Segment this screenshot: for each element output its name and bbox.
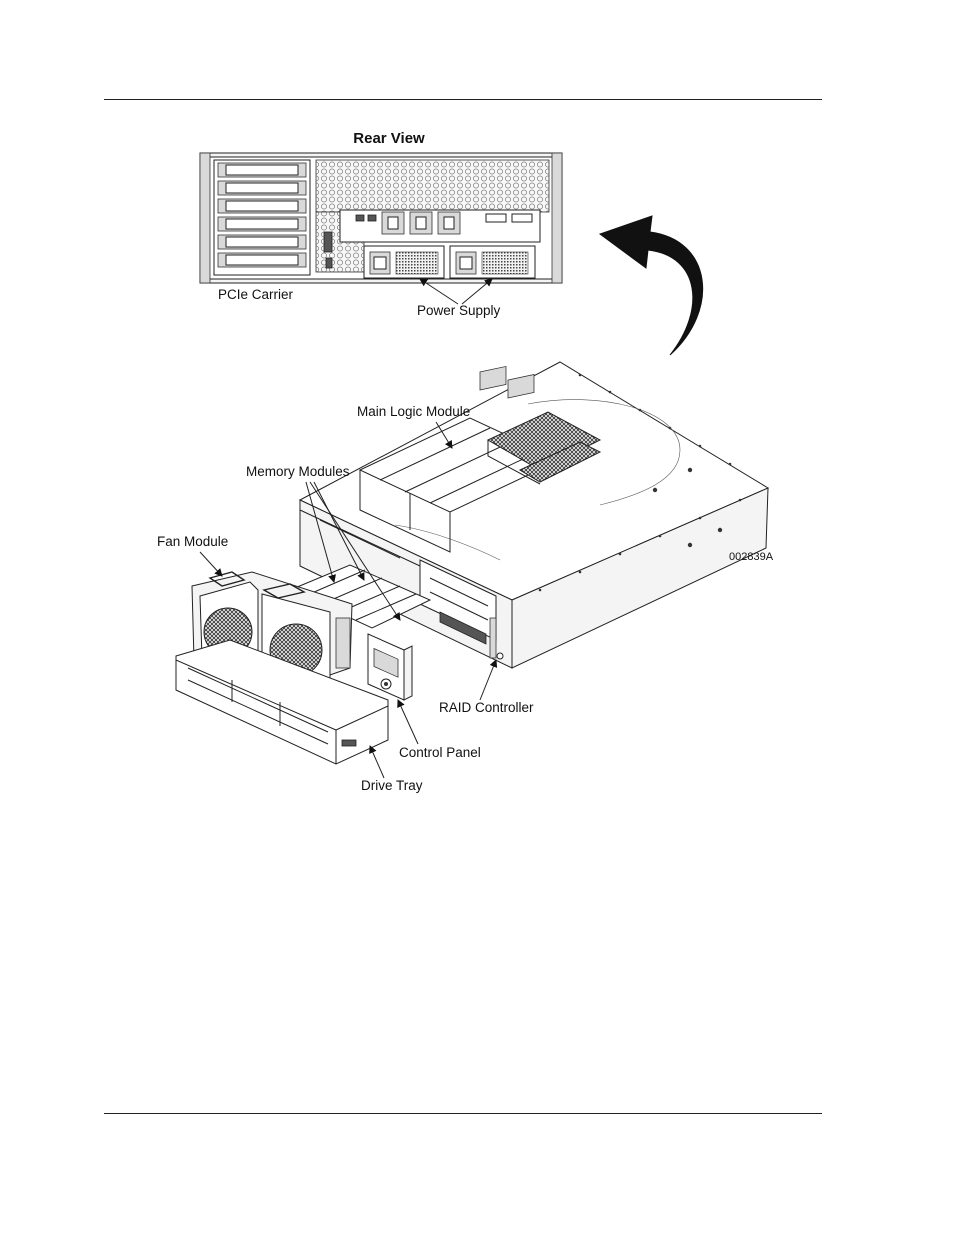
drive-tray-leader — [369, 745, 385, 779]
control-panel-leader — [397, 699, 419, 745]
drive-tray-unit — [175, 639, 389, 765]
power-supplies — [363, 245, 536, 279]
power-supply-leader-2 — [461, 278, 493, 305]
memory-modules-label: Memory Modules — [246, 464, 350, 479]
memory-leader-2 — [309, 481, 401, 621]
power-supply-label: Power Supply — [417, 303, 501, 318]
memory-leader-1 — [305, 481, 336, 583]
control-panel-unit — [367, 633, 413, 701]
drive-tray-label: Drive Tray — [361, 778, 423, 793]
fan-module-leader — [199, 551, 223, 577]
raid-controller-label: RAID Controller — [439, 700, 534, 715]
pcie-slots — [213, 159, 311, 276]
server-chassis — [298, 361, 770, 669]
pcie-carrier-label: PCIe Carrier — [218, 287, 294, 302]
rear-view-chassis — [199, 152, 563, 284]
header-rule — [104, 99, 822, 100]
rotate-arrow-icon — [598, 215, 704, 356]
fan-module-label: Fan Module — [157, 534, 228, 549]
control-panel-label: Control Panel — [399, 745, 481, 760]
figure-code: 002839A — [729, 551, 774, 563]
footer-rule — [104, 1113, 822, 1114]
main-logic-module-label: Main Logic Module — [357, 404, 470, 419]
memory-leader-3 — [313, 481, 365, 581]
rear-view-title: Rear View — [353, 130, 425, 147]
power-supply-leader-1 — [419, 278, 459, 305]
main-logic-leader — [435, 421, 453, 449]
raid-controller-leader — [479, 659, 498, 701]
